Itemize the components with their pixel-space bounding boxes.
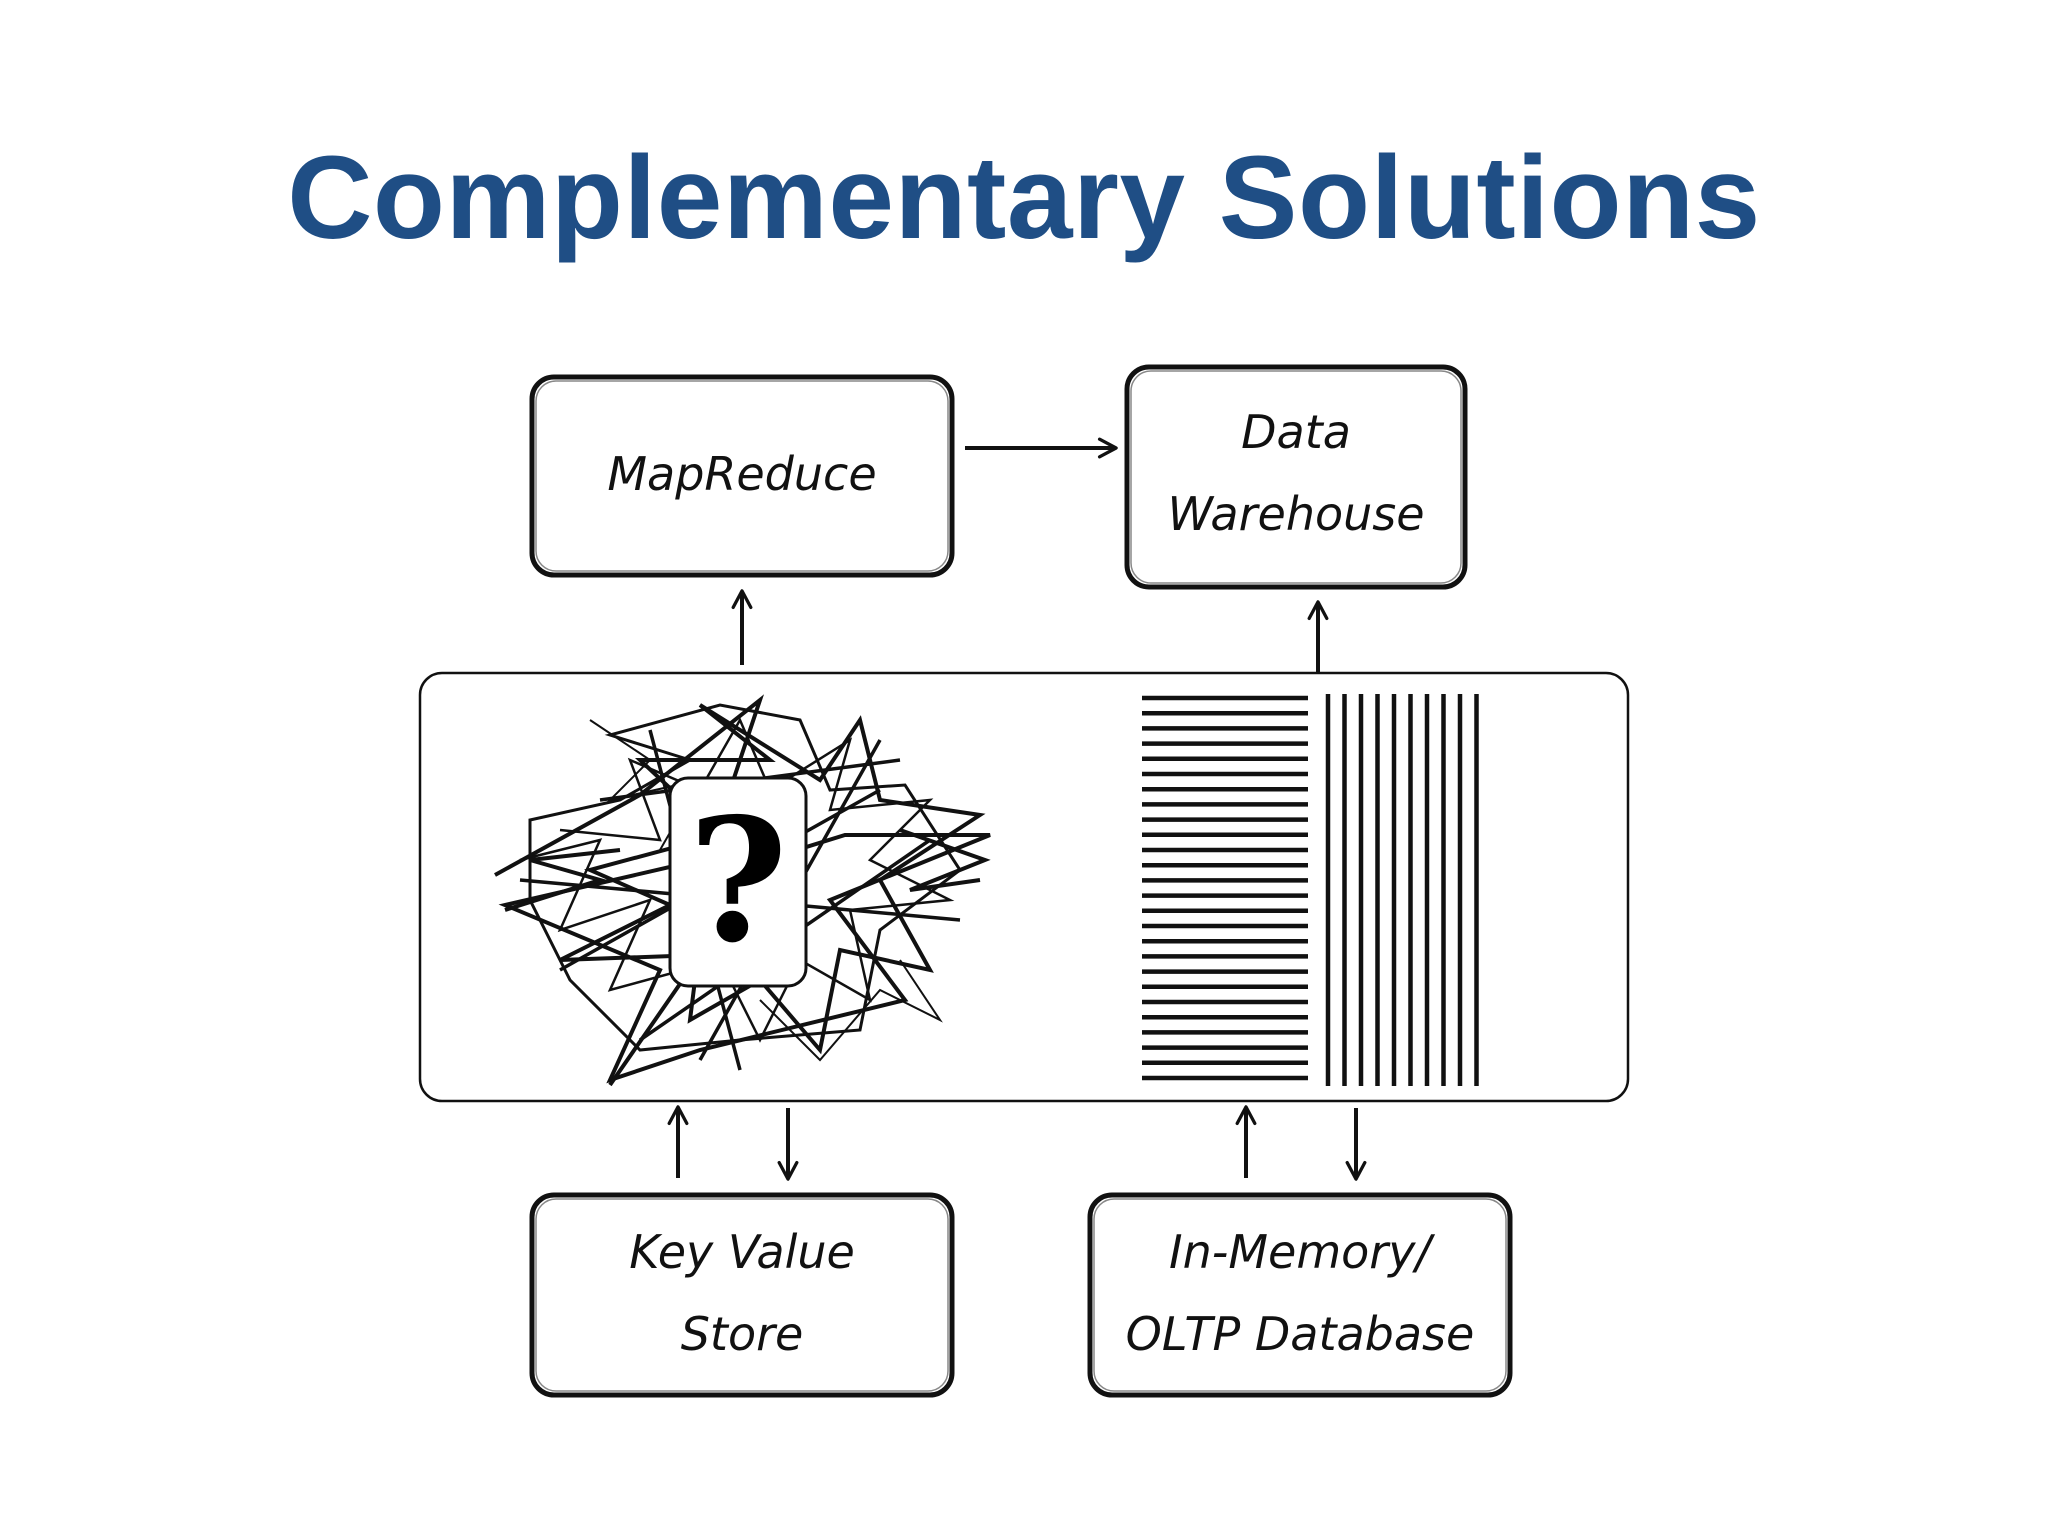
diagram-edges	[667, 437, 1367, 1181]
in-memory-oltp-label-line-2: OLTP Database	[1126, 1307, 1475, 1361]
data-warehouse-label-line-1: Data	[1241, 405, 1351, 459]
mapreduce-label: MapReduce	[607, 447, 876, 501]
mapreduce-node: MapReduce	[529, 374, 955, 578]
slide-title: Complementary Solutions	[287, 132, 1761, 264]
question-mark-card: ?	[668, 776, 808, 988]
key-value-store-label-line-1: Key Value	[629, 1225, 855, 1279]
central-data-panel: ?	[418, 671, 1630, 1103]
structured-rows-columns-icon	[1142, 694, 1479, 1086]
data-warehouse-node: Data Warehouse	[1124, 364, 1468, 590]
in-memory-oltp-label-line-1: In-Memory/	[1169, 1225, 1435, 1279]
key-value-store-node: Key Value Store	[529, 1192, 955, 1398]
data-warehouse-label-line-2: Warehouse	[1167, 487, 1424, 541]
question-mark: ?	[688, 781, 788, 981]
in-memory-oltp-node: In-Memory/ OLTP Database	[1087, 1192, 1513, 1398]
key-value-store-label-line-2: Store	[681, 1307, 804, 1361]
